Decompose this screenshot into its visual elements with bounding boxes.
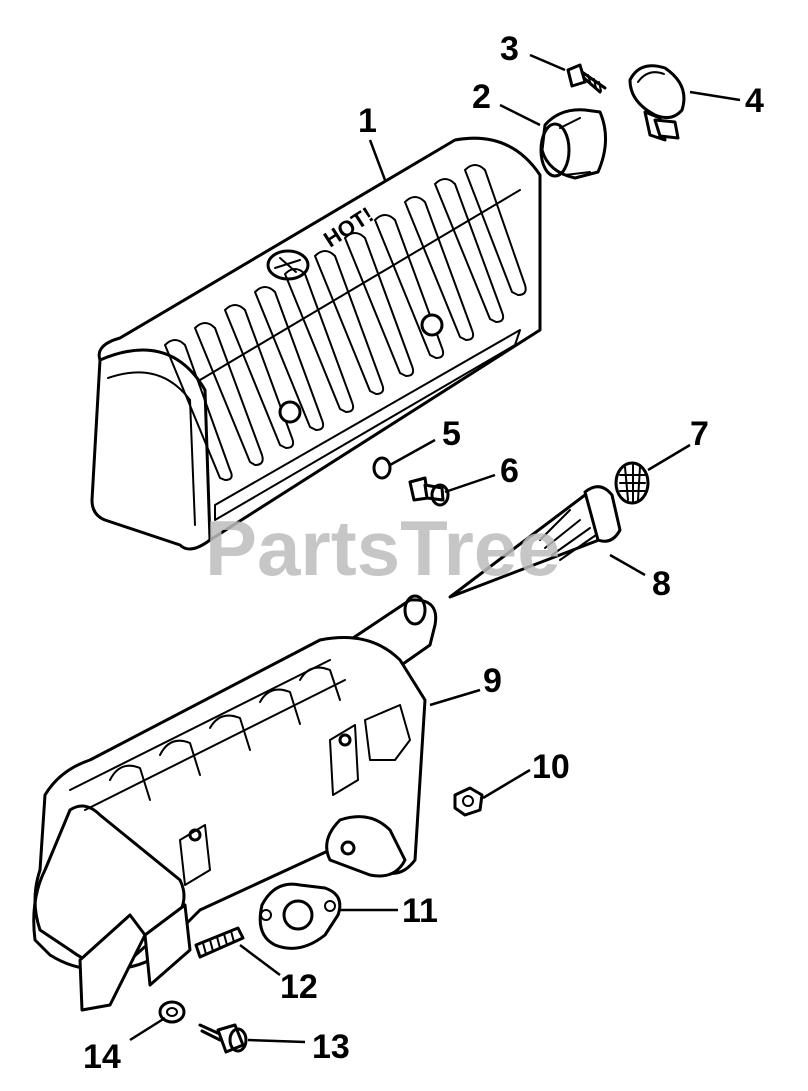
part-4-clamp[interactable] — [628, 64, 686, 142]
part-1-heat-shield[interactable]: HOT! — [90, 136, 542, 551]
callout-4: 4 — [745, 82, 764, 120]
part-9-muffler[interactable] — [32, 594, 438, 1012]
part-3-screw[interactable] — [566, 63, 607, 94]
part-13-bolt[interactable] — [198, 1023, 248, 1054]
leader-lines — [129, 53, 741, 1044]
part-2-cap[interactable] — [539, 108, 607, 180]
part-7-screen[interactable] — [614, 461, 650, 505]
part-14-washer[interactable] — [158, 1000, 186, 1024]
part-8-spark-arrestor[interactable] — [448, 485, 622, 599]
callout-3: 3 — [500, 30, 519, 68]
callout-8: 8 — [652, 565, 671, 603]
callout-14: 14 — [83, 1038, 121, 1076]
callout-2: 2 — [472, 78, 491, 116]
callout-12: 12 — [280, 968, 318, 1006]
watermark: PartsTree — [205, 504, 561, 592]
part-6-bolt[interactable] — [408, 476, 450, 507]
callout-labels: 1 2 3 4 5 6 7 8 9 10 11 12 13 14 — [83, 30, 764, 1076]
callout-6: 6 — [500, 452, 519, 490]
callout-13: 13 — [312, 1028, 350, 1066]
callout-9: 9 — [483, 662, 502, 700]
callout-5: 5 — [442, 415, 461, 453]
part-5-washer[interactable] — [372, 456, 392, 480]
callout-7: 7 — [690, 415, 709, 453]
callout-11: 11 — [402, 892, 438, 930]
callout-1: 1 — [358, 102, 377, 140]
callout-10: 10 — [532, 748, 570, 786]
part-11-gasket[interactable] — [258, 882, 342, 950]
part-12-stud[interactable] — [194, 926, 245, 959]
part-10-nut[interactable] — [453, 786, 484, 817]
